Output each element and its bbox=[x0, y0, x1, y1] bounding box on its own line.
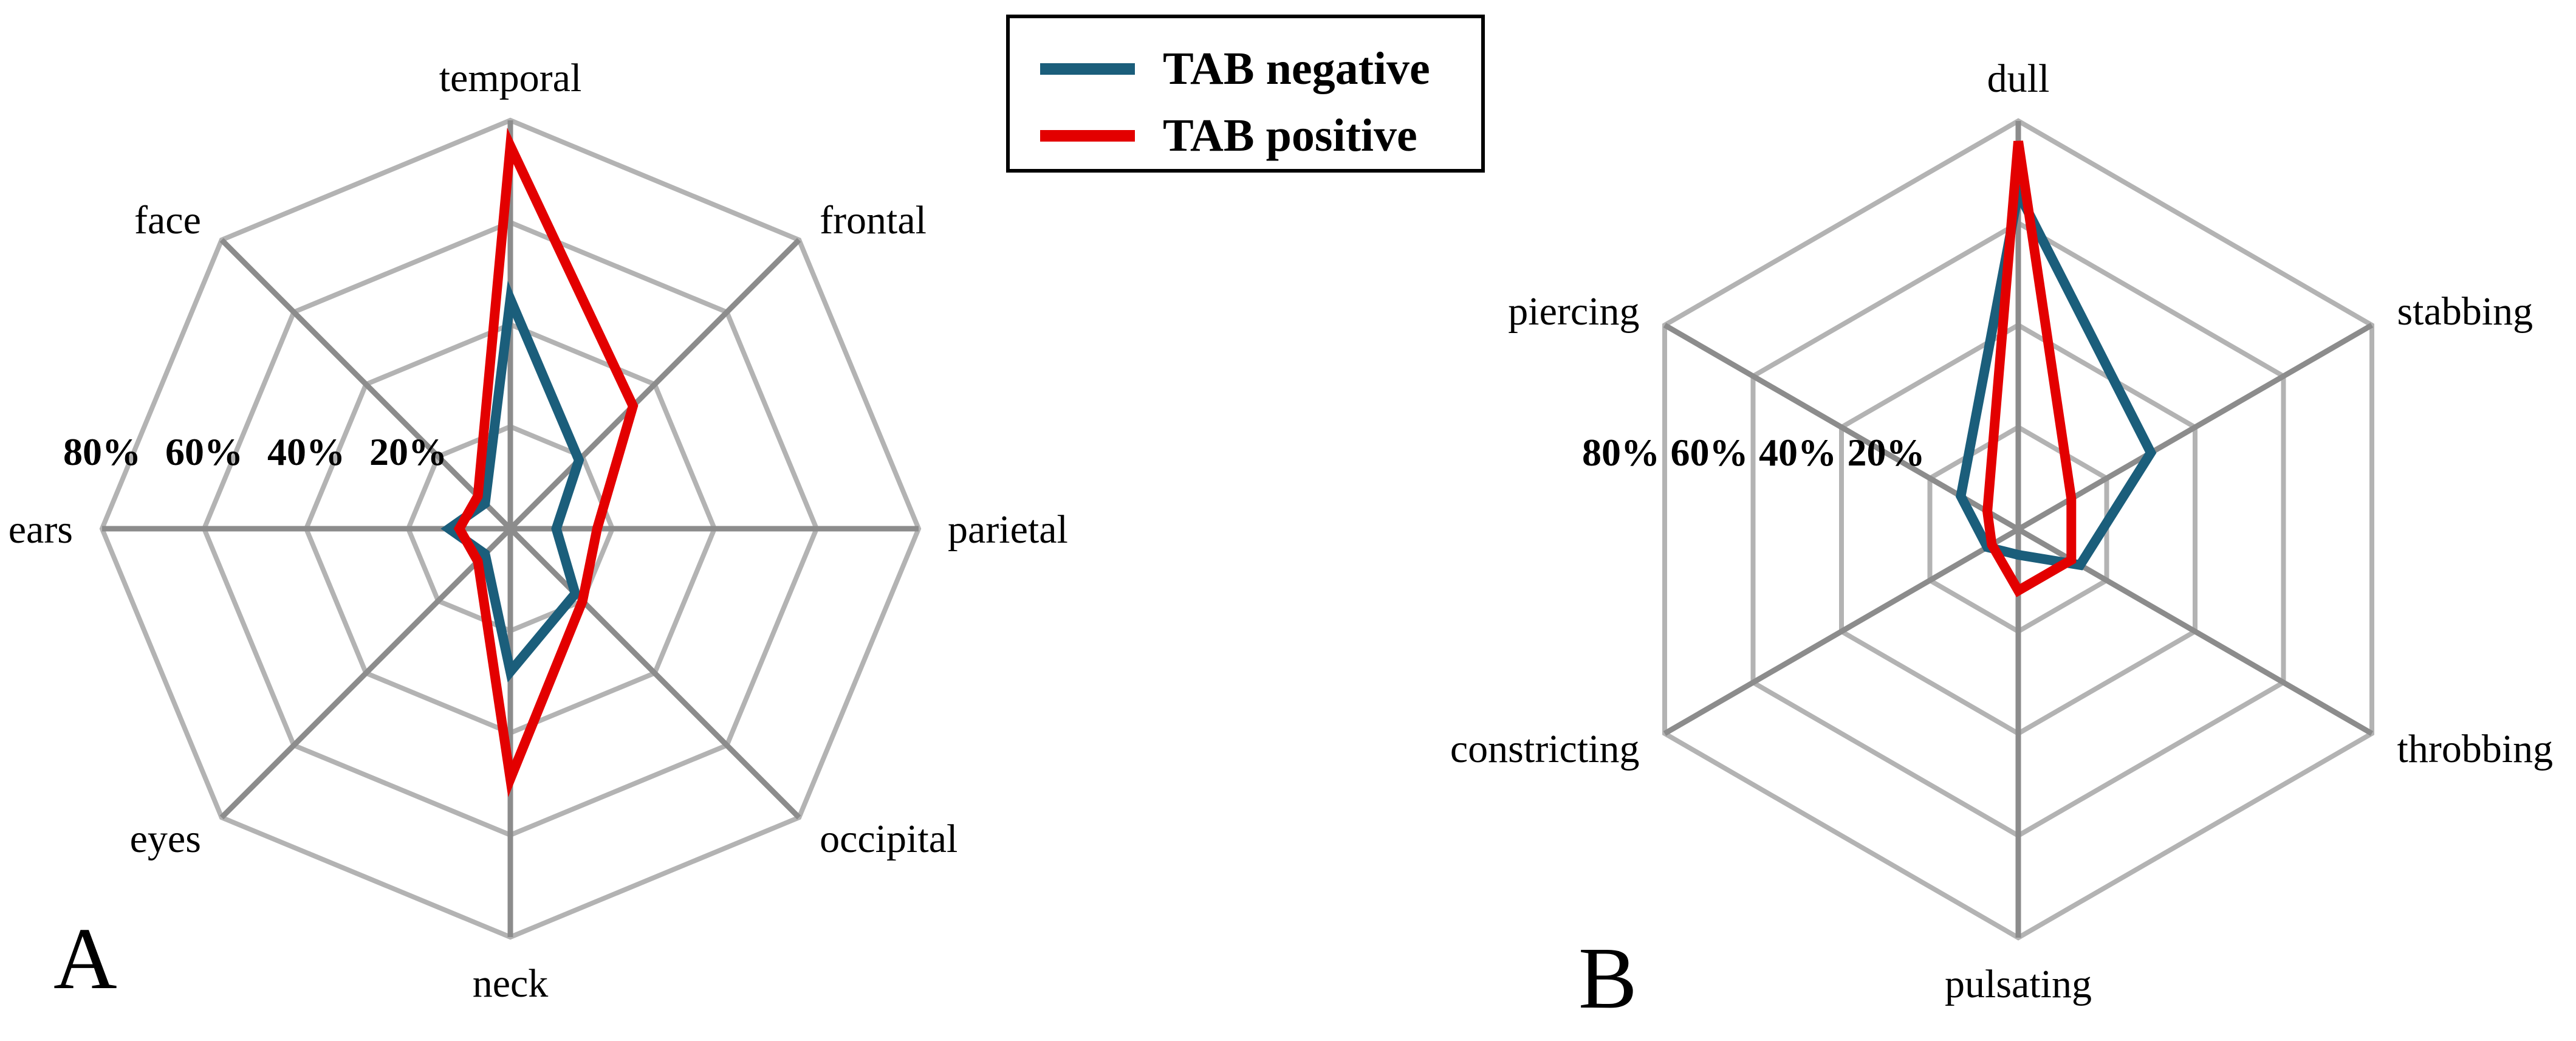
tick-label-20: 20% bbox=[1848, 431, 1925, 474]
axis-label-occipital: occipital bbox=[820, 817, 957, 861]
axis-label-throbbing: throbbing bbox=[2397, 727, 2554, 771]
series-polygon-tab-positive bbox=[1982, 140, 2077, 597]
axis-line-eyes bbox=[219, 526, 513, 820]
series-polygon-tab-positive bbox=[453, 128, 639, 797]
tick-label-60: 60% bbox=[165, 430, 243, 473]
axis-label-ears: ears bbox=[9, 507, 73, 552]
axis-label-parietal: parietal bbox=[948, 507, 1068, 552]
axis-label-temporal: temporal bbox=[439, 56, 582, 100]
legend-line-swatch-tab-positive bbox=[1040, 129, 1135, 142]
axis-label-piercing: piercing bbox=[1508, 289, 1639, 334]
axis-label-dull: dull bbox=[1987, 57, 2050, 101]
tick-label-80: 80% bbox=[1582, 431, 1660, 474]
axis-label-face: face bbox=[134, 198, 201, 242]
tick-label-40: 40% bbox=[1759, 431, 1837, 474]
legend-line-swatch-tab-negative bbox=[1040, 63, 1135, 75]
panel-letter-a: A bbox=[53, 910, 117, 1008]
legend-label-tab-negative: TAB negative bbox=[1163, 43, 1430, 94]
axis-line-stabbing bbox=[2016, 323, 2374, 532]
series-polygon-tab-negative bbox=[1956, 177, 2157, 571]
axis-label-stabbing: stabbing bbox=[2397, 289, 2533, 334]
tick-label-80: 80% bbox=[63, 430, 141, 473]
axis-label-neck: neck bbox=[473, 961, 549, 1006]
tick-label-60: 60% bbox=[1671, 431, 1749, 474]
legend-item-tab-negative: TAB negative bbox=[1040, 41, 1481, 96]
axis-label-constricting: constricting bbox=[1450, 727, 1640, 771]
axis-line-frontal bbox=[508, 238, 801, 531]
axis-line-face bbox=[219, 238, 513, 531]
legend: TAB negative TAB positive bbox=[1006, 15, 1485, 173]
axis-label-pulsating: pulsating bbox=[1945, 962, 2092, 1006]
axis-label-frontal: frontal bbox=[820, 198, 927, 242]
axis-line-constricting bbox=[1663, 527, 2020, 736]
panel-letter-b: B bbox=[1578, 930, 1637, 1027]
tick-label-20: 20% bbox=[369, 430, 447, 473]
radar-chart-a: 80% 60% 40% 20% temporal frontal parietal occip… bbox=[9, 56, 1068, 1006]
tick-label-40: 40% bbox=[267, 430, 345, 473]
legend-label-tab-positive: TAB positive bbox=[1163, 110, 1417, 161]
axis-line-occipital bbox=[508, 526, 801, 820]
radar-chart-b: 80% 60%40% 20% dull stabbing throbbing pulsati… bbox=[1450, 57, 2553, 1006]
axis-label-eyes: eyes bbox=[130, 817, 201, 861]
legend-item-tab-positive: TAB positive bbox=[1040, 108, 1481, 163]
